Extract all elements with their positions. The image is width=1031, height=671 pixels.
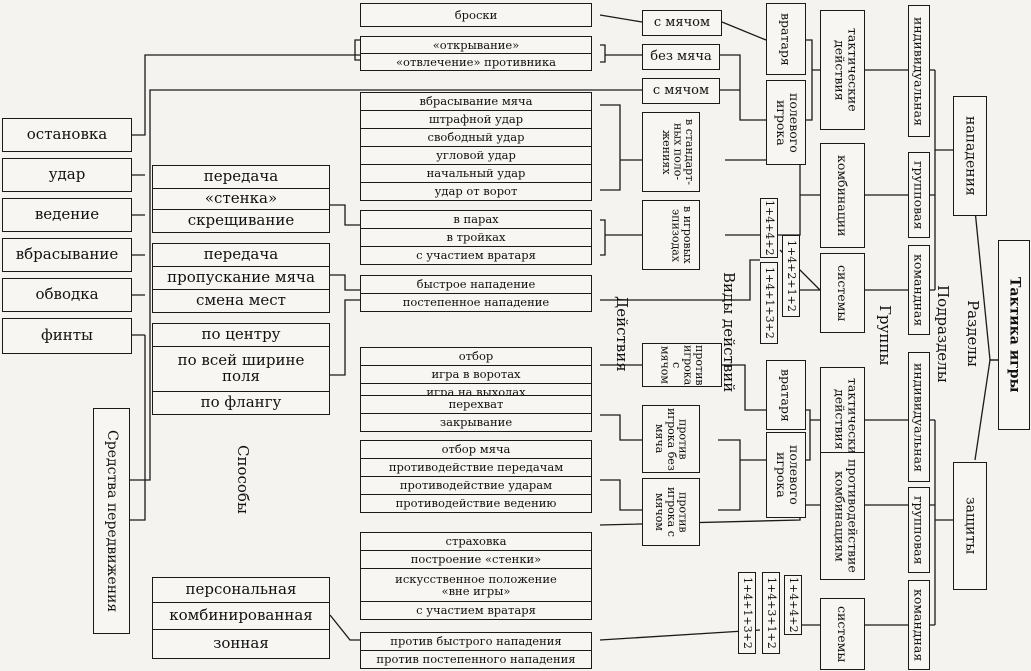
- attack-action-without-ball: без мяча: [642, 44, 720, 70]
- method1-3: скрещивание: [152, 209, 330, 233]
- attack-gk-throws: броски: [360, 3, 592, 27]
- defense-action-vs-ball-field: против игрока с мячом: [642, 478, 700, 546]
- standard-1: вбрасывание мяча: [360, 92, 592, 111]
- defense-system-2: 1+4+3+1+2: [762, 572, 780, 654]
- root-label: Тактика игры: [1006, 277, 1023, 393]
- movement-1: остановка: [2, 118, 132, 152]
- defense-system-1: 1+4+4+2: [784, 575, 802, 635]
- defense-action-vs-ball-gk: против игрока с мячом: [642, 343, 722, 387]
- episode-1: в парах: [360, 210, 592, 229]
- method2-3: смена мест: [152, 289, 330, 313]
- defense-system-action-1: против быстрого нападения: [360, 632, 592, 651]
- defense-combo-3: искусственное положение «вне игры»: [360, 568, 592, 602]
- label-podrazdely: Подразделы: [934, 285, 952, 383]
- method1-2: «стенка»: [152, 188, 330, 210]
- defense-ball-4: противодействие ведению: [360, 494, 592, 513]
- defense-player-goalkeeper: вратаря: [766, 360, 806, 430]
- standard-6: удар от ворот: [360, 182, 592, 201]
- defense-combo-4: с участием вратаря: [360, 601, 592, 620]
- defense-method-3: зонная: [152, 629, 330, 659]
- standard-4: угловой удар: [360, 146, 592, 165]
- defense-no-ball-2: закрывание: [360, 413, 592, 432]
- attack-group-systems: системы: [820, 253, 865, 333]
- movement-2: удар: [2, 158, 132, 192]
- defense-subsection-team: командная: [908, 580, 930, 670]
- label-gruppy: Группы: [876, 305, 894, 366]
- episode-3: с участием вратаря: [360, 246, 592, 265]
- label-sposoby: Способы: [234, 445, 252, 514]
- defense-no-ball-1: перехват: [360, 395, 592, 414]
- defense-gk-2: игра в воротах: [360, 365, 592, 384]
- attack-group-tactical: тактические действия: [820, 10, 865, 130]
- combo-type-standard: в стандарт-ных поло-жениях: [642, 112, 700, 192]
- label-deystviya: Действия: [613, 296, 631, 372]
- label-vidy: Виды действий: [720, 272, 738, 393]
- defense-group-systems: системы: [820, 598, 865, 670]
- root-tactics: Тактика игры: [998, 240, 1030, 430]
- method2-2: пропускание мяча: [152, 266, 330, 290]
- method2-1: передача: [152, 243, 330, 267]
- defense-combo-2: построение «стенки»: [360, 550, 592, 569]
- movement-means: Средства передвижения: [93, 408, 130, 634]
- defense-subsection-group: групповая: [908, 487, 930, 573]
- defense-group-counter-combinations: противодействие комбинациям: [820, 452, 865, 580]
- defense-subsection-individual: индивидуальная: [908, 352, 930, 482]
- attack-player-field: полевого игрока: [766, 80, 806, 165]
- defense-combo-1: страховка: [360, 532, 592, 551]
- movement-6: финты: [2, 318, 132, 354]
- defense-action-vs-no-ball: против игрока без мяча: [642, 405, 700, 473]
- standard-5: начальный удар: [360, 164, 592, 183]
- attack-player-goalkeeper: вратаря: [766, 3, 806, 75]
- method1-1: передача: [152, 165, 330, 189]
- attack-system-action-2: постепенное нападение: [360, 293, 592, 312]
- episode-2: в тройках: [360, 228, 592, 247]
- attack-subsection-individual: индивидуальная: [908, 5, 930, 137]
- movement-4: вбрасывание: [2, 238, 132, 272]
- attack-subsection-group: групповая: [908, 152, 930, 238]
- standard-2: штрафной удар: [360, 110, 592, 129]
- attack-action-with-ball-gk: с мячом: [642, 10, 722, 36]
- method3-3: по флангу: [152, 391, 330, 415]
- attack-action-with-ball-field: с мячом: [642, 78, 720, 104]
- attack-subsection-team: командная: [908, 245, 930, 335]
- attack-no-ball-2: «отвлечение» противника: [360, 53, 592, 71]
- method3-1: по центру: [152, 323, 330, 347]
- defense-player-field: полевого игрока: [766, 432, 806, 518]
- movement-5: обводка: [2, 278, 132, 312]
- combo-type-episodes: в игровых эпизодах: [642, 200, 700, 270]
- attack-system-action-1: быстрое нападение: [360, 275, 592, 294]
- movement-3: ведение: [2, 198, 132, 232]
- defense-ball-2: противодействие передачам: [360, 458, 592, 477]
- attack-system-1: 1+4+4+2: [760, 198, 778, 258]
- defense-ball-1: отбор мяча: [360, 440, 592, 459]
- standard-3: свободный удар: [360, 128, 592, 147]
- defense-gk-1: отбор: [360, 347, 592, 366]
- section-attack: нападения: [953, 96, 987, 216]
- defense-system-action-2: против постепенного нападения: [360, 650, 592, 669]
- defense-method-1: персональная: [152, 577, 330, 603]
- attack-system-3: 1+4+1+3+2: [760, 262, 778, 344]
- defense-system-3: 1+4+1+3+2: [738, 572, 756, 654]
- section-defense: защиты: [953, 462, 987, 590]
- attack-no-ball-1: «открывание»: [360, 36, 592, 54]
- attack-system-2: 1+4+2+1+2: [782, 235, 800, 317]
- attack-group-combinations: комбинации: [820, 143, 865, 248]
- defense-ball-3: противодействие ударам: [360, 476, 592, 495]
- label-razdely: Разделы: [964, 300, 982, 367]
- method3-2: по всей ширине поля: [152, 346, 330, 392]
- defense-method-2: комбинированная: [152, 602, 330, 630]
